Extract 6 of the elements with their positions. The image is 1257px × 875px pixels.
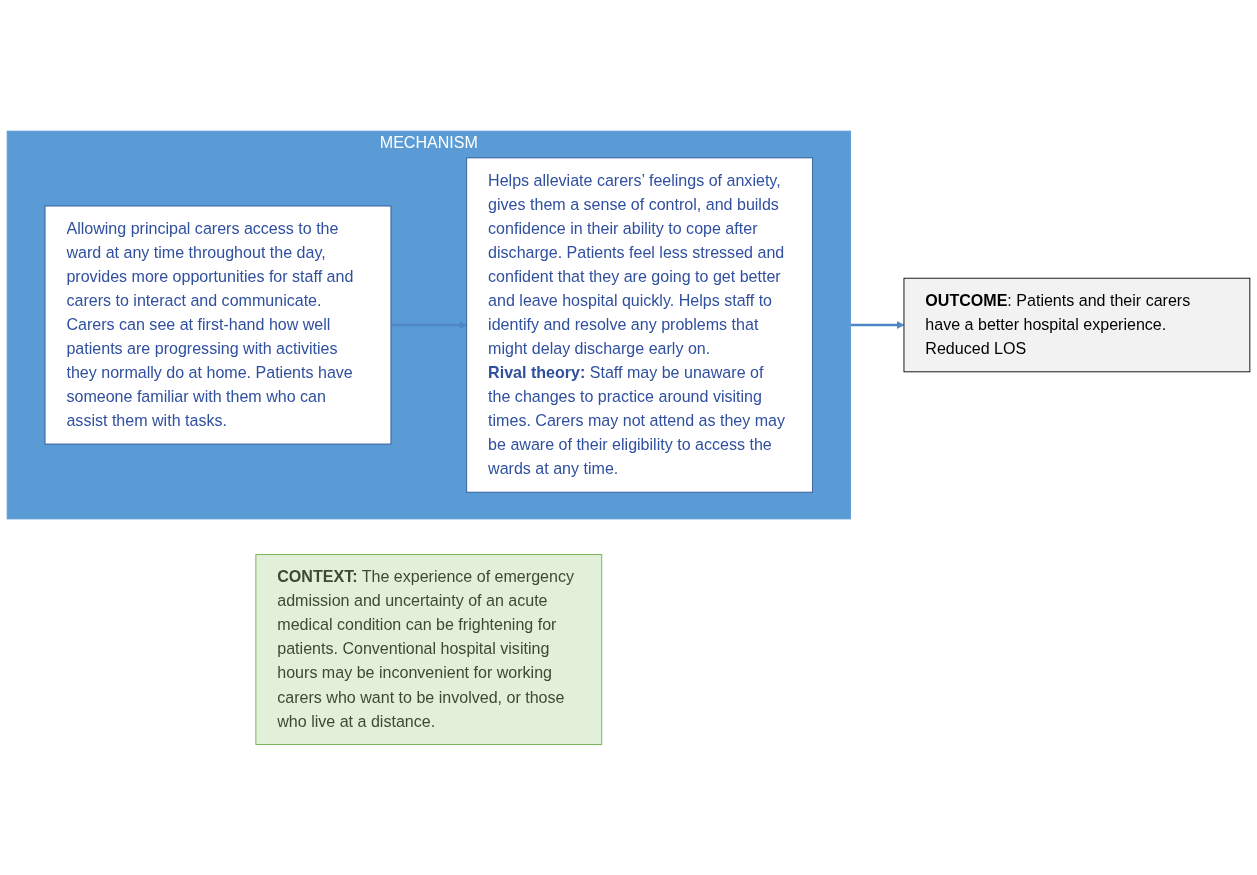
arrow bbox=[850, 320, 905, 329]
node-box: CONTEXT: The experience of emergency admission and uncertainty of an acute medical condition can be frightening for patients. Conventional hospital visiting hours may be inconvenient for working carers who want to be involved, or those who live at a distance. bbox=[255, 553, 603, 745]
arrow bbox=[390, 320, 468, 329]
node-box: Helps alleviate carers’ feelings of anxiety, gives them a sense of control, and builds confidence in their ability to cope after discharge. Patients feel less stressed and confident that they are going to get better and leave hospital quickly. Helps staff to identify and resolve any problems that might delay discharge early on. Rival theory: Staff may be unaware of the changes to practice around visiting times. Carers may not attend as they may be aware of their eligibility to access the wards at any time. bbox=[466, 157, 814, 493]
node-box: OUTCOME: Patients and their carers have a better hospital experience. Reduced LOS bbox=[903, 277, 1251, 372]
node-box: Allowing principal carers access to the ward at any time throughout the day, provides more opportunities for staff and carers to interact and communicate. Carers can see at first-hand how well patients are progressing with activities they normally do at home. Patients have someone familiar with them who can assist them with tasks. bbox=[44, 205, 392, 445]
